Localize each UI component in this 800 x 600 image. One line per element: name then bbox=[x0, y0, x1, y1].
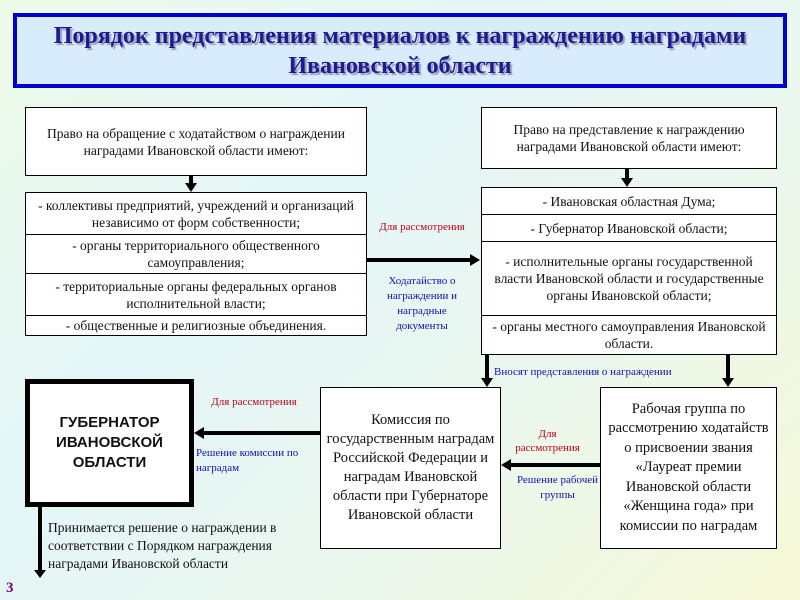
list-item: - территориальные органы федеральных орг… bbox=[26, 273, 366, 315]
list-item: - общественные и религиозные объединения… bbox=[26, 315, 366, 335]
decision-text: Принимается решение о награждении в соот… bbox=[48, 520, 277, 571]
page-title: Порядок представления материалов к награ… bbox=[13, 13, 787, 88]
label-submit: Вносят представления о награждении bbox=[494, 366, 672, 378]
arrow-line bbox=[485, 355, 489, 379]
arrow-left-icon bbox=[501, 459, 511, 471]
label-petition: Ходатайство о награждении и наградные до… bbox=[386, 275, 458, 332]
governor-box: ГУБЕРНАТОР ИВАНОВСКОЙ ОБЛАСТИ bbox=[25, 379, 194, 507]
arrow-down-icon bbox=[722, 378, 734, 387]
list-item: - Ивановская областная Дума; bbox=[542, 193, 716, 209]
arrow-line bbox=[625, 169, 629, 179]
arrow-line bbox=[189, 176, 193, 184]
slide-number: 3 bbox=[6, 580, 14, 596]
label-for-review: Для рассмотрения bbox=[211, 396, 297, 408]
label-group-decision: Решение рабочей группы bbox=[516, 474, 599, 501]
label-commission-decision: Решение комиссии по наградам bbox=[196, 447, 299, 474]
arrow-down-icon bbox=[34, 570, 46, 578]
arrow-line bbox=[726, 355, 730, 379]
list-item: - исполнительные органы государственной … bbox=[482, 241, 776, 315]
arrow-down-icon bbox=[185, 183, 197, 192]
left-items-list: - коллективы предприятий, учреждений и о… bbox=[25, 192, 367, 336]
arrow-line bbox=[367, 258, 471, 262]
right-items-list: - Ивановская областная Дума; - Губернато… bbox=[481, 187, 777, 355]
arrow-down-icon bbox=[481, 378, 493, 387]
arrow-line bbox=[204, 431, 320, 435]
list-item: - Губернатор Ивановской области; bbox=[482, 214, 776, 241]
left-header-box: Право на обращение с ходатайством о нагр… bbox=[25, 107, 367, 176]
arrow-down-icon bbox=[621, 178, 633, 187]
list-item: - коллективы предприятий, учреждений и о… bbox=[38, 197, 354, 230]
list-item: - органы территориального общественного … bbox=[26, 234, 366, 273]
arrow-line bbox=[38, 507, 42, 571]
commission-box: Комиссия по государственным наградам Рос… bbox=[320, 387, 501, 549]
working-group-box: Рабочая группа по рассмотрению ходатайст… bbox=[600, 387, 777, 549]
label-for-review: Для рассмотрения bbox=[515, 428, 580, 454]
label-for-review: Для рассмотрения bbox=[379, 221, 465, 233]
arrow-right-icon bbox=[470, 254, 480, 266]
right-header-box: Право на представление к награждению наг… bbox=[481, 107, 777, 169]
arrow-line bbox=[511, 463, 600, 467]
arrow-left-icon bbox=[194, 427, 204, 439]
list-item: - органы местного самоуправления Ивановс… bbox=[482, 315, 776, 354]
